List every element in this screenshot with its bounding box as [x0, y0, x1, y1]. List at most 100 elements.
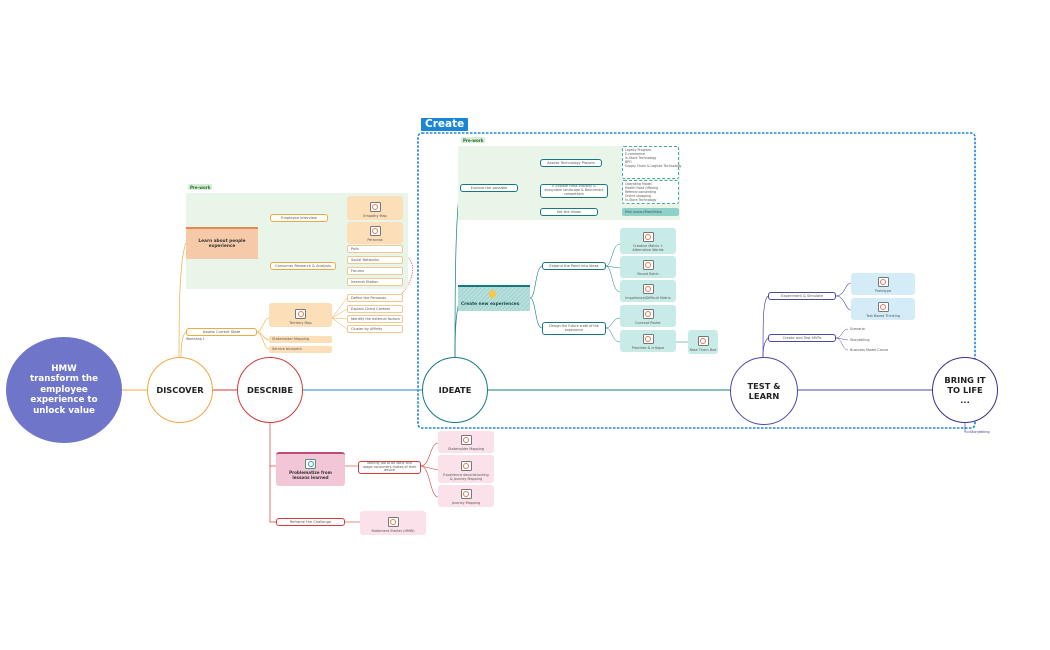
- method-card-icon: [460, 435, 472, 445]
- experience-mapping-label: Experience deconstructing & Journey Mapp…: [443, 473, 489, 481]
- prototype-card[interactable]: Prototype: [851, 273, 915, 295]
- stakeholder-mapping-discover[interactable]: Stakeholder Mapping: [269, 336, 332, 343]
- set-vision-node[interactable]: Set the Vision: [540, 208, 598, 216]
- statement-starter-label: Statement Starter (HMW): [371, 529, 415, 533]
- mvp-item-business-model-canva[interactable]: Business Model Canva: [850, 348, 888, 352]
- phase-bring-to-life[interactable]: BRING IT TO LIFE ...: [932, 357, 998, 423]
- phase-ideate[interactable]: IDEATE: [422, 357, 488, 423]
- territory-map-card[interactable]: Territory Map: [269, 303, 332, 327]
- consumer-item-polls[interactable]: Polls: [347, 245, 403, 253]
- explore-possible-node[interactable]: Explore the possible: [460, 184, 518, 192]
- cross-list-item: Operating Model: [625, 182, 652, 186]
- prioritize-critique-card[interactable]: Prioritize & critique: [620, 330, 676, 352]
- creative-matrix-label: Creative Matrix + Alternative Worlds: [632, 244, 664, 252]
- method-card-icon: [295, 309, 306, 319]
- territory-item-external-factors[interactable]: Identify the external factors: [347, 315, 403, 323]
- design-future-node[interactable]: Design the Future state of the experienc…: [542, 322, 606, 335]
- statement-starter-card[interactable]: Statement Starter (HMW): [360, 511, 426, 535]
- workshop-label: Workshop 1: [186, 337, 205, 341]
- assess-current-state-node[interactable]: Assess Current State: [186, 328, 257, 336]
- ideate-prework-tag: Pre-work: [461, 137, 486, 143]
- creative-matrix-card[interactable]: Creative Matrix + Alternative Worlds: [620, 228, 676, 254]
- consumer-item-internet-etation[interactable]: Internet Etation: [347, 278, 403, 286]
- explore-cross-industry-node[interactable]: E-Explore cross industry & ecosystem lan…: [540, 184, 608, 198]
- tech-list-item: E-commerce: [625, 152, 645, 156]
- method-card-icon: [642, 260, 654, 270]
- territory-item-cluster-affinity[interactable]: Cluster by Affinity: [347, 325, 403, 333]
- round-robin-label: Round Robin: [637, 272, 659, 276]
- phase-test-learn[interactable]: TEST & LEARN: [730, 357, 798, 425]
- territory-map-label: Territory Map: [289, 321, 312, 325]
- cross-industry-list: Operating Model Health Food Offering Ref…: [622, 180, 679, 204]
- test-based-thinking-card[interactable]: Test Based Thinking: [851, 298, 915, 320]
- identify-job-node[interactable]: Identify Job to be done and usage consum…: [358, 461, 421, 474]
- cross-list-item: Health Food Offering: [625, 186, 659, 190]
- employee-interview-node[interactable]: Employee Interview: [270, 214, 328, 222]
- prototype-label: Prototype: [874, 289, 892, 293]
- assess-tech-players-node[interactable]: Assess Technology Players: [540, 159, 602, 167]
- tech-list-item: Supply Chain & Logistic Technology: [625, 164, 682, 168]
- method-card-icon: [642, 334, 654, 344]
- method-card-icon: [642, 232, 654, 242]
- method-card-icon: [697, 336, 709, 346]
- create-new-experiences-node[interactable]: Create new experiences: [458, 285, 530, 311]
- cross-list-item: In-Store Technology: [625, 198, 657, 202]
- experiment-simulate-node[interactable]: Experiment & Simulate: [768, 292, 836, 300]
- method-card-icon: [460, 489, 472, 499]
- tech-players-list: Loyalty Program E-commerce In-Store Tech…: [622, 146, 682, 179]
- empathy-map-card[interactable]: Empathy Map: [347, 196, 403, 220]
- discover-prework-tag: Pre-work: [188, 184, 213, 190]
- phase-describe[interactable]: DESCRIBE: [237, 357, 303, 423]
- prioritize-critique-label: Prioritize & critique: [631, 346, 665, 350]
- lightbulb-icon: [489, 290, 496, 298]
- importance-matrix-label: Importance/Difficult Matrix: [625, 296, 671, 300]
- problematize-label: Problematize from lessons learned: [289, 470, 332, 480]
- expand-point-node[interactable]: Expand the Point into Ideas: [542, 262, 606, 270]
- phase-discover[interactable]: DISCOVER: [147, 357, 213, 423]
- round-robin-card[interactable]: Round Robin: [620, 256, 676, 278]
- journey-mapping-label: Journey Mapping: [451, 501, 481, 505]
- problematize-node[interactable]: Problematize from lessons learned: [276, 452, 345, 486]
- method-card-icon: [877, 302, 889, 312]
- service-blueprint[interactable]: Service blueprint: [269, 346, 332, 353]
- consumer-research-node[interactable]: Consumer Research & Analysis: [270, 262, 336, 270]
- stakeholder-mapping-describe-card[interactable]: Stakeholder Mapping: [438, 431, 494, 453]
- create-label: Create: [421, 118, 469, 131]
- empathy-map-label: Empathy Map: [363, 214, 387, 218]
- consumer-item-forums[interactable]: Forums: [347, 267, 403, 275]
- personas-card[interactable]: Personas: [347, 222, 403, 244]
- reframe-challenge-node[interactable]: Reframe the Challenge: [276, 518, 345, 526]
- territory-item-client-context[interactable]: Explain Client Context: [347, 305, 403, 313]
- mini-vision-manifesto[interactable]: Mini-vision/Manifesto: [622, 208, 679, 216]
- tech-list-item: Loyalty Program: [625, 148, 651, 152]
- territory-item-define-personas[interactable]: Define the Personas: [347, 294, 403, 302]
- consumer-item-social-networks[interactable]: Social Networks: [347, 256, 403, 264]
- method-card-icon: [387, 517, 399, 527]
- method-card-icon: [460, 461, 472, 471]
- cross-list-item: Online shopping: [625, 194, 651, 198]
- method-card-icon: [369, 202, 381, 212]
- importance-matrix-card[interactable]: Importance/Difficult Matrix: [620, 280, 676, 302]
- create-test-mvps-node[interactable]: Create and Test MVPs: [768, 334, 836, 342]
- rose-thorn-bud-card[interactable]: Rose Thorn Bud: [688, 330, 718, 354]
- journey-mapping-card[interactable]: Journey Mapping: [438, 485, 494, 507]
- cross-list-item: Referral consenting: [625, 190, 657, 194]
- rose-thorn-bud-label: Rose Thorn Bud: [689, 348, 717, 352]
- hmw-root-node[interactable]: HMW transform the employee experience to…: [6, 337, 122, 443]
- method-card-icon: [369, 226, 381, 236]
- mvp-item-storytelling[interactable]: Storytelling: [850, 338, 870, 342]
- stakeholder-mapping-describe-label: Stakeholder Mapping: [448, 447, 484, 451]
- tech-list-item: BPO: [625, 160, 632, 164]
- mvp-item-scenario[interactable]: Scenario: [850, 327, 865, 331]
- method-card-icon: [642, 309, 654, 319]
- bring-storytelling[interactable]: Storytelling: [970, 430, 990, 434]
- concept-poster-card[interactable]: Concept Poster: [620, 305, 676, 327]
- create-frame-border: [417, 132, 976, 429]
- method-card-icon: [642, 284, 654, 294]
- tech-list-item: In-Store Technology: [625, 156, 657, 160]
- experience-mapping-card[interactable]: Experience deconstructing & Journey Mapp…: [438, 455, 494, 483]
- learn-people-experience-node[interactable]: Learn about people experience: [186, 227, 258, 259]
- personas-label: Personas: [367, 238, 383, 242]
